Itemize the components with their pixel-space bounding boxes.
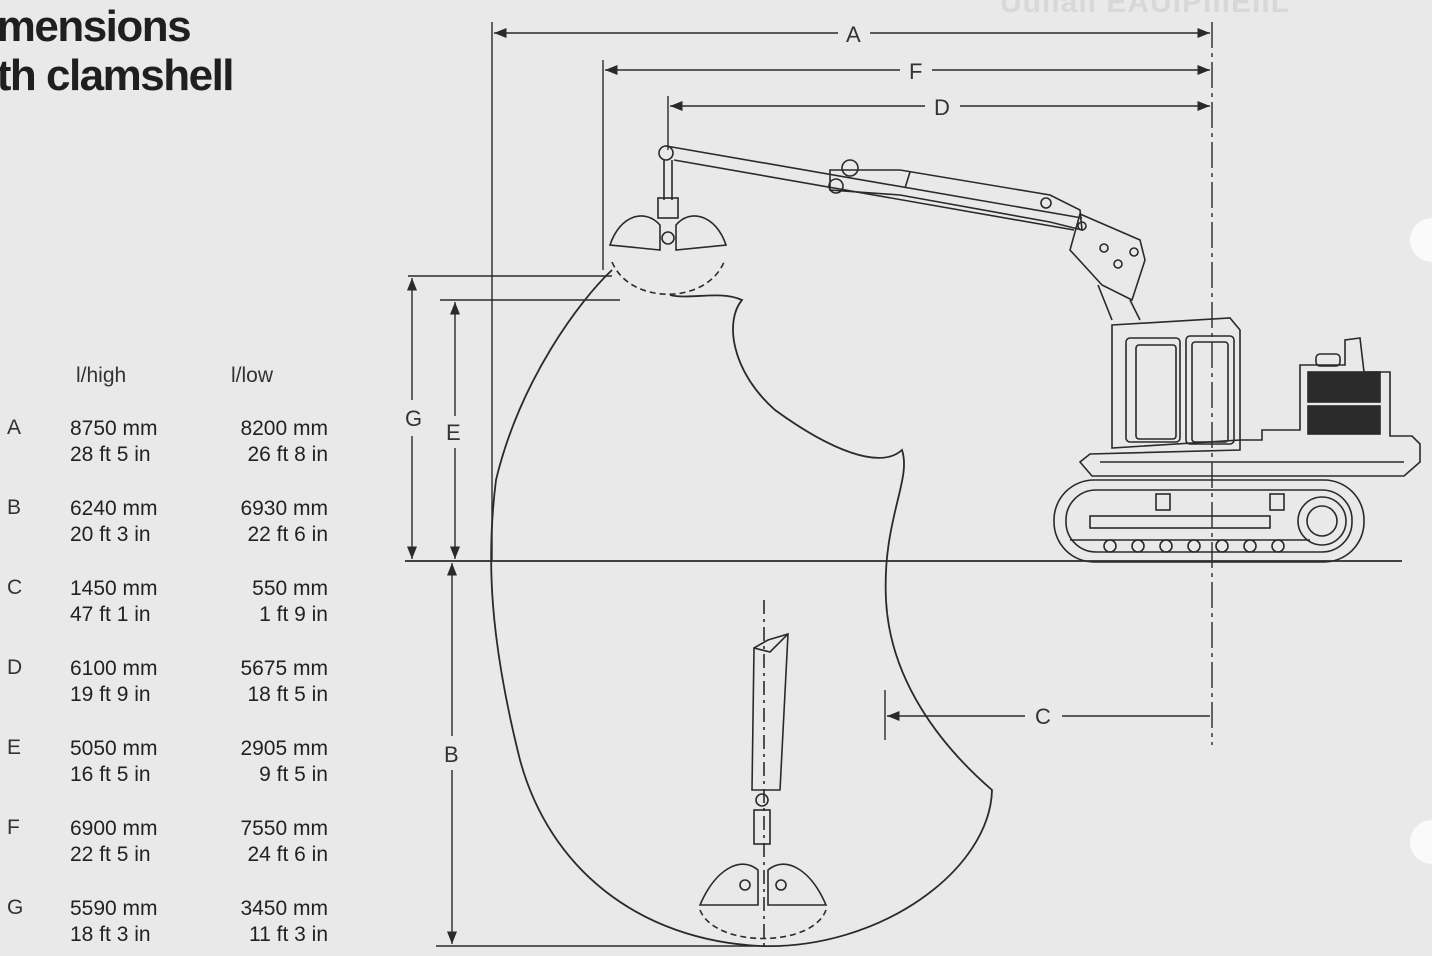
low-ft-value: 9 ft 5 in [259, 763, 328, 786]
high-mm-value: 5050 mm [70, 737, 158, 760]
dimension-row-b: B 6240 mm 20 ft 3 in 6930 mm 22 ft 6 in [0, 496, 340, 556]
low-mm-value: 8200 mm [240, 417, 328, 440]
excavator-body [1078, 317, 1421, 477]
title-line-1: imensions [0, 2, 192, 51]
diagram-label-g: G [405, 406, 422, 431]
row-letter: C [7, 576, 23, 599]
row-letter: G [7, 896, 24, 919]
diagram-label-e: E [446, 420, 461, 445]
low-mm-value: 5675 mm [240, 657, 328, 680]
working-range-envelope [490, 269, 993, 947]
upper-clamshell-grab [608, 160, 728, 296]
diagram-label-c: C [1035, 704, 1051, 729]
row-letter: D [7, 656, 23, 679]
row-letter: B [7, 496, 22, 519]
low-ft-value: 22 ft 6 in [247, 523, 328, 546]
row-letter: F [7, 816, 20, 839]
low-ft-value: 1 ft 9 in [259, 603, 328, 626]
low-mm-value: 2905 mm [240, 737, 328, 760]
lower-clamshell-grab [698, 600, 828, 950]
low-mm-value: 6930 mm [240, 497, 328, 520]
dimension-row-d: D 6100 mm 19 ft 9 in 5675 mm 18 ft 5 in [0, 656, 340, 716]
dimension-row-g: G 5590 mm 18 ft 3 in 3450 mm 11 ft 3 in [0, 896, 340, 956]
low-ft-value: 26 ft 8 in [247, 443, 328, 466]
excavator-boom-arm [658, 145, 1146, 321]
low-ft-value: 11 ft 3 in [249, 923, 328, 946]
high-mm-value: 8750 mm [70, 417, 158, 440]
high-ft-value: 22 ft 5 in [70, 843, 151, 866]
high-mm-value: 5590 mm [70, 897, 158, 920]
diagram-label-d: D [934, 95, 950, 120]
row-letter: A [7, 416, 22, 439]
low-mm-value: 3450 mm [240, 897, 328, 920]
binder-hole-bottom [1410, 820, 1432, 864]
dimension-row-a: A 8750 mm 28 ft 5 in 8200 mm 26 ft 8 in [0, 416, 340, 476]
dimension-row-c: C 1450 mm 47 ft 1 in 550 mm 1 ft 9 in [0, 576, 340, 636]
page-title: imensions ith clamshell [0, 2, 235, 100]
high-ft-value: 28 ft 5 in [70, 443, 151, 466]
high-ft-value: 19 ft 9 in [70, 683, 151, 706]
dimension-row-f: F 6900 mm 22 ft 5 in 7550 mm 24 ft 6 in [0, 816, 340, 876]
low-mm-value: 550 mm [252, 577, 328, 600]
binder-hole-top [1410, 218, 1432, 262]
diagram-label-b: B [444, 742, 459, 767]
title-line-2: ith clamshell [0, 51, 235, 100]
diagram-label-a: A [846, 22, 861, 47]
high-ft-value: 20 ft 3 in [70, 523, 151, 546]
high-mm-value: 6900 mm [70, 817, 158, 840]
high-mm-value: 6100 mm [70, 657, 158, 680]
high-mm-value: 1450 mm [70, 577, 158, 600]
low-ft-value: 18 ft 5 in [247, 683, 328, 706]
column-header-high: l/high [76, 364, 127, 387]
column-header-low: l/low [231, 364, 274, 387]
excavator-tracks [1053, 479, 1365, 563]
high-ft-value: 16 ft 5 in [70, 763, 151, 786]
row-letter: E [7, 736, 22, 759]
faint-page-heading: Uullall EAUIPIIIEIIL [1000, 0, 1291, 19]
high-ft-value: 47 ft 1 in [70, 603, 151, 626]
diagram-label-f: F [909, 59, 922, 84]
dimension-row-e: E 5050 mm 16 ft 5 in 2905 mm 9 ft 5 in [0, 736, 340, 796]
high-mm-value: 6240 mm [70, 497, 158, 520]
low-ft-value: 24 ft 6 in [247, 843, 328, 866]
low-mm-value: 7550 mm [240, 817, 328, 840]
high-ft-value: 18 ft 3 in [70, 923, 151, 946]
